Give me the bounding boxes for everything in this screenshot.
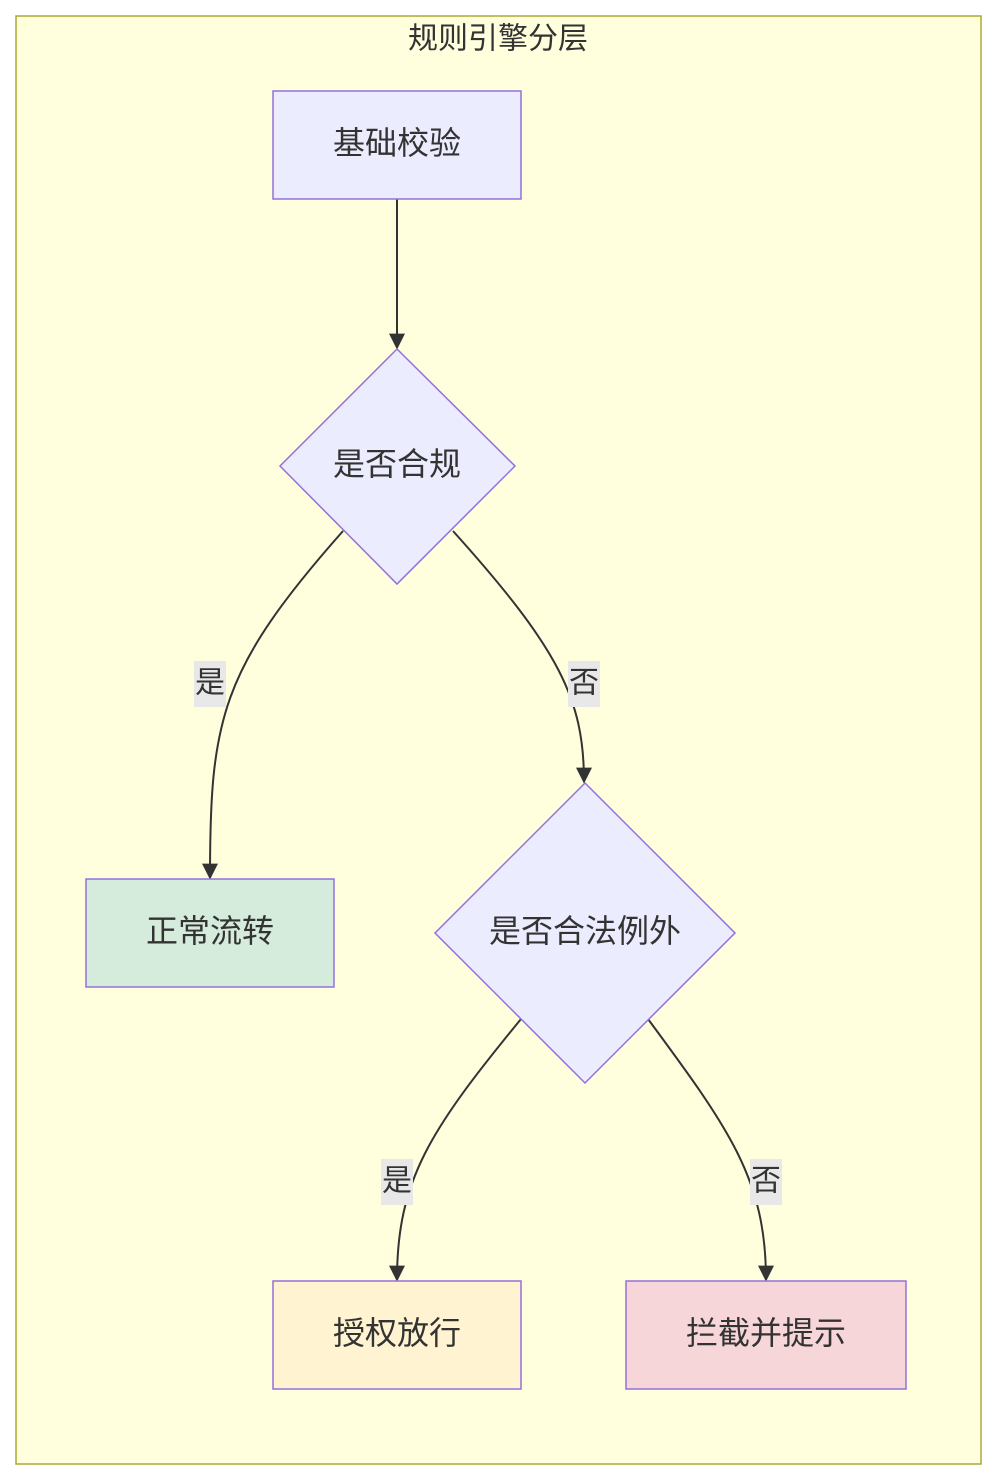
edge-label-text: 否: [569, 666, 599, 701]
node-label: 基础校验: [333, 124, 461, 162]
node-authorize-pass[interactable]: 授权放行: [272, 1280, 522, 1390]
node-exception-decision[interactable]: 是否合法例外: [433, 781, 737, 1085]
edge-label-compliance-no: 否: [568, 661, 600, 707]
edge-label-text: 是: [382, 1164, 412, 1199]
node-compliance-decision[interactable]: 是否合规: [278, 347, 517, 586]
node-label: 正常流转: [146, 912, 274, 950]
edge-label-text: 是: [195, 666, 225, 701]
edge-exception-no: [647, 1018, 774, 1282]
edges: [202, 199, 774, 1282]
node-label: 是否合法例外: [489, 912, 681, 950]
edge-label-exception-no: 否: [750, 1159, 782, 1205]
cluster-title: 规则引擎分层: [408, 22, 588, 57]
edge-label-text: 否: [751, 1164, 781, 1199]
node-label: 拦截并提示: [686, 1314, 846, 1352]
cluster-rule-engine-layering: 规则引擎分层: [15, 15, 982, 1465]
edge-compliance-yes: [202, 530, 344, 880]
edge-labels: 是 否 是 否: [194, 661, 782, 1205]
node-basic-check[interactable]: 基础校验: [272, 90, 522, 200]
edge-compliance-no: [452, 530, 592, 784]
edge-label-compliance-yes: 是: [194, 661, 226, 707]
cluster-box: [15, 15, 982, 1465]
node-label: 是否合规: [333, 445, 461, 483]
edge-exception-yes: [389, 1018, 522, 1282]
node-normal-flow[interactable]: 正常流转: [85, 878, 335, 988]
node-label: 授权放行: [333, 1314, 461, 1352]
node-block-prompt[interactable]: 拦截并提示: [625, 1280, 907, 1390]
edge-label-exception-yes: 是: [381, 1159, 413, 1205]
